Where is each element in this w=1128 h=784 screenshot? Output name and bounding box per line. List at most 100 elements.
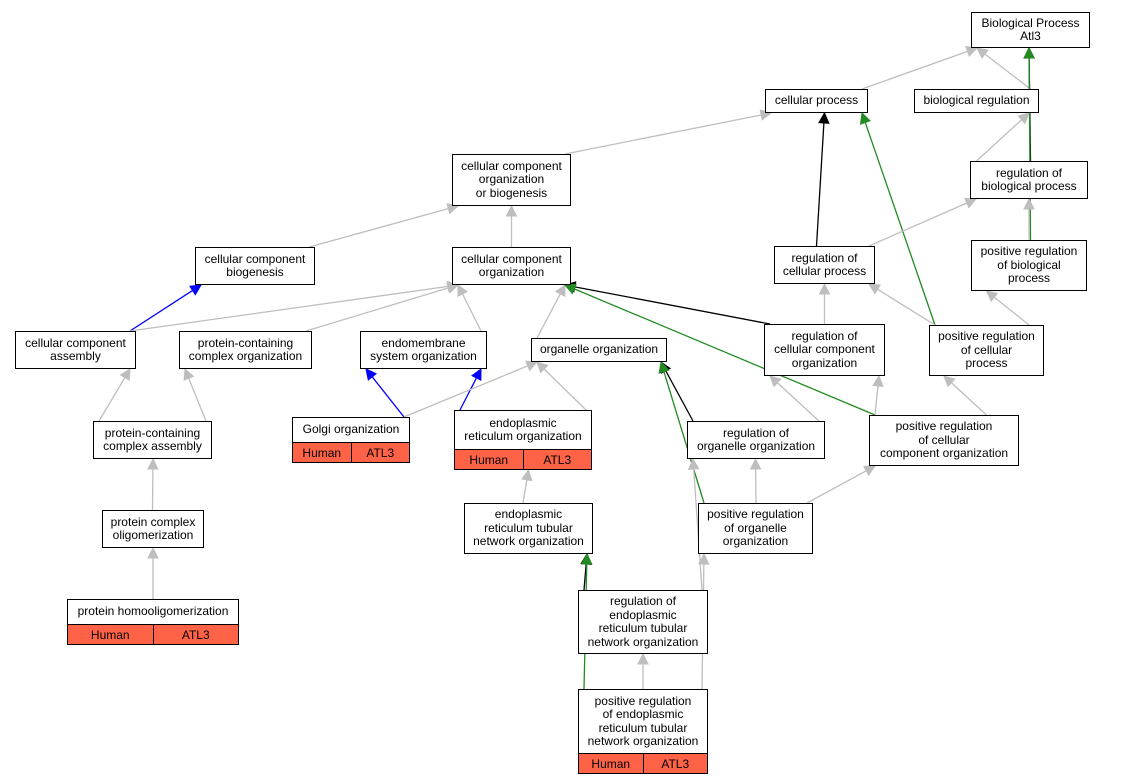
edge-emso-to-cco [461, 293, 482, 332]
edge-ertno-to-ero [522, 479, 528, 504]
edge-prcp-to-rcp [877, 288, 936, 326]
node-positive-regulation-of-cellular-process[interactable]: positive regulation of cellular process [929, 325, 1044, 376]
edge-arrowhead [1023, 197, 1035, 210]
edge-arrowhead [183, 367, 195, 381]
node-label: endomembrane system organization [370, 335, 477, 363]
edge-arrowhead [147, 457, 159, 470]
edge-arrowhead [749, 457, 762, 470]
gene-tag: ATL3 [152, 625, 238, 644]
node-protein-containing-complex-organization[interactable]: protein-containing complex organization [179, 331, 312, 369]
node-endoplasmic-reticulum-tubular-network-organization[interactable]: endoplasmic reticulum tubular network or… [464, 503, 593, 554]
node-label: organelle organization [539, 342, 659, 357]
edge-prbp-to-bp [1028, 57, 1032, 241]
edge-rcco-to-cco [574, 286, 771, 325]
edge-arrowhead [563, 283, 577, 295]
edge-ccb-to-ccob [308, 208, 449, 248]
gene-tag: ATL3 [642, 754, 707, 773]
edge-arrowhead [457, 284, 468, 297]
node-positive-regulation-of-organelle-organization[interactable]: positive regulation of organelle organiz… [698, 503, 813, 554]
edge-arrowhead [1023, 46, 1035, 59]
edge-arrowhead [687, 457, 700, 470]
node-positive-regulation-of-biological-process[interactable]: positive regulation of biological proces… [971, 240, 1087, 291]
node-cellular-process[interactable]: cellular process [765, 89, 868, 113]
species-tag: Human [293, 443, 351, 462]
edge-roo-to-rcco [776, 382, 820, 422]
edge-pcca-to-pcco [188, 378, 207, 422]
edge-arrowhead [365, 368, 378, 381]
edge-arrowhead [119, 368, 131, 381]
edge-arrowhead [147, 546, 159, 559]
node-label: cellular component assembly [25, 335, 126, 363]
edge-arrowhead [985, 290, 999, 303]
edge-arrowhead [964, 197, 978, 209]
edge-proo-to-prcco [806, 470, 867, 504]
node-label: Golgi organization [302, 422, 400, 437]
edge-br-to-bp [984, 53, 1031, 90]
edge-arrowhead [769, 375, 782, 388]
node-endomembrane-system-organization[interactable]: endomembrane system organization [360, 331, 487, 369]
node-label: regulation of biological process [981, 165, 1077, 193]
gene-tag: ATL3 [522, 450, 591, 469]
node-label: regulation of organelle organization [696, 425, 816, 453]
edge-arrowhead [554, 284, 566, 297]
node-endoplasmic-reticulum-organization[interactable]: endoplasmic reticulum organization Human… [454, 410, 592, 470]
edge-arrowhead [872, 374, 884, 388]
edge-go-to-oo [403, 365, 529, 418]
gene-tag: ATL3 [350, 443, 409, 462]
node-label: biological regulation [923, 93, 1030, 108]
node-label: Biological Process Atl3 [981, 15, 1080, 43]
node-regulation-of-organelle-organization[interactable]: regulation of organelle organization [687, 421, 825, 459]
edge-prcco-to-cco [573, 288, 876, 416]
node-regulation-of-endoplasmic-reticulum-tubular-network-organization[interactable]: regulation of endoplasmic reticulum tubu… [578, 590, 708, 654]
edge-arrowhead [863, 465, 876, 477]
node-biological-regulation[interactable]: biological regulation [914, 89, 1039, 113]
edge-go-to-emso [371, 376, 405, 418]
node-cellular-component-organization[interactable]: cellular component organization [452, 247, 571, 285]
node-cellular-component-biogenesis[interactable]: cellular component biogenesis [195, 247, 315, 285]
node-label: regulation of endoplasmic reticulum tubu… [587, 594, 699, 649]
edge-arrowhead [698, 552, 710, 565]
edge-rertno-to-ertno [583, 563, 587, 591]
node-label: protein homooligomerization [77, 604, 229, 619]
edge-robp-to-br [976, 119, 1023, 162]
edge-proo-to-oo [663, 371, 705, 504]
edge-prcco-to-prcp [950, 382, 987, 416]
node-regulation-of-biological-process[interactable]: regulation of biological process [970, 161, 1088, 199]
edge-arrowhead [505, 204, 518, 217]
node-protein-complex-oligomerization[interactable]: protein complex oligomerization [102, 510, 204, 548]
edge-arrowhead [818, 282, 831, 295]
edge-arrowhead [1017, 112, 1030, 125]
edge-ccob-to-cp [564, 114, 762, 155]
node-organelle-organization[interactable]: organelle organization [531, 338, 667, 362]
node-cellular-component-assembly[interactable]: cellular component assembly [15, 331, 136, 369]
node-label: protein complex oligomerization [110, 514, 196, 542]
edge-arrowhead [525, 360, 539, 372]
edge-arrowhead [859, 111, 871, 125]
node-regulation-of-cellular-component-organization[interactable]: regulation of cellular component organiz… [764, 324, 885, 376]
edge-arrowhead [868, 283, 881, 295]
edge-arrowhead [637, 652, 649, 665]
edge-arrowhead [965, 46, 979, 57]
edge-ero-to-oo [543, 368, 587, 411]
edge-oo-to-cco [536, 293, 561, 339]
node-label: positive regulation of biological proces… [980, 244, 1078, 286]
node-biological-process[interactable]: Biological Process Atl3 [971, 12, 1090, 48]
node-positive-regulation-of-endoplasmic-reticulum-tubular-network-organization[interactable]: positive regulation of endoplasmic retic… [578, 689, 708, 774]
node-regulation-of-cellular-process[interactable]: regulation of cellular process [774, 246, 875, 284]
edge-rcp-to-cp [815, 122, 825, 247]
edge-rcp-to-robp [868, 202, 968, 247]
node-label: regulation of cellular process [782, 250, 867, 278]
node-cellular-component-organization-or-biogenesis[interactable]: cellular component organization or bioge… [452, 154, 571, 206]
edge-arrowhead [658, 360, 670, 374]
edge-prcp-to-prbp [993, 296, 1030, 326]
edge-arrowhead [818, 111, 830, 124]
node-protein-containing-complex-assembly[interactable]: protein-containing complex assembly [93, 421, 212, 459]
node-label: cellular process [774, 93, 859, 108]
node-positive-regulation-of-cellular-component-organization[interactable]: positive regulation of cellular componen… [869, 415, 1019, 466]
node-label: endoplasmic reticulum organization [464, 415, 582, 443]
